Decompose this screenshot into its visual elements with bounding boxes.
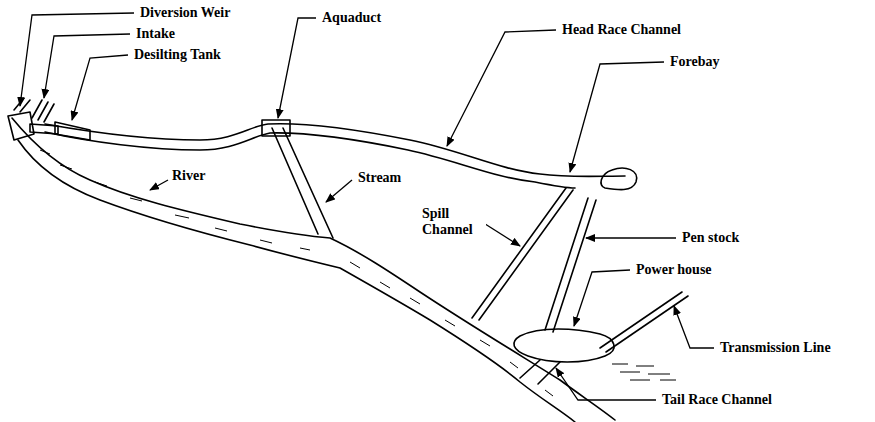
stream bbox=[272, 128, 318, 234]
head-race-channel bbox=[45, 132, 575, 188]
part-label: Intake bbox=[134, 26, 177, 42]
leader-line bbox=[482, 222, 520, 246]
leader-line bbox=[574, 270, 630, 326]
stream bbox=[283, 128, 333, 238]
leader-line bbox=[20, 13, 134, 106]
leader-line bbox=[586, 237, 676, 238]
part-label: Power house bbox=[634, 262, 714, 278]
leader-line bbox=[556, 368, 656, 400]
water-hatching bbox=[40, 150, 676, 396]
part-label: River bbox=[170, 168, 207, 184]
part-label: Diversion Weir bbox=[138, 5, 232, 21]
intake bbox=[30, 100, 58, 134]
part-label: Spill Channel bbox=[420, 206, 486, 238]
leader-line bbox=[570, 62, 664, 172]
leader-line bbox=[150, 180, 168, 190]
desilting-tank bbox=[55, 122, 90, 140]
part-label: Transmission Line bbox=[718, 340, 833, 356]
transmission-line bbox=[606, 296, 688, 352]
river-bank bbox=[12, 118, 615, 420]
river-bank bbox=[18, 140, 575, 422]
leader-line bbox=[72, 55, 128, 120]
transmission-line bbox=[600, 292, 682, 348]
aqueduct bbox=[262, 120, 290, 136]
part-label: Pen stock bbox=[680, 230, 741, 246]
power-house bbox=[514, 329, 614, 362]
tail-race bbox=[520, 360, 560, 384]
leader-line bbox=[447, 30, 556, 146]
spill-channel bbox=[472, 188, 566, 318]
diversion-weir bbox=[14, 98, 30, 112]
head-race-channel bbox=[45, 124, 625, 177]
part-label: Tail Race Channel bbox=[660, 392, 774, 408]
part-label: Desilting Tank bbox=[132, 47, 223, 63]
part-label: Head Race Channel bbox=[560, 22, 683, 38]
part-label: Forebay bbox=[668, 54, 722, 70]
leader-line bbox=[278, 18, 316, 118]
leader-line bbox=[674, 306, 714, 348]
part-label: Stream bbox=[356, 170, 403, 186]
forebay bbox=[601, 168, 637, 190]
spill-channel bbox=[479, 190, 573, 320]
penstock bbox=[545, 198, 588, 330]
part-label: Aquaduct bbox=[320, 10, 383, 26]
diversion-weir bbox=[8, 112, 34, 140]
leader-line bbox=[44, 34, 130, 98]
leader-line bbox=[326, 180, 352, 202]
penstock bbox=[553, 200, 596, 332]
